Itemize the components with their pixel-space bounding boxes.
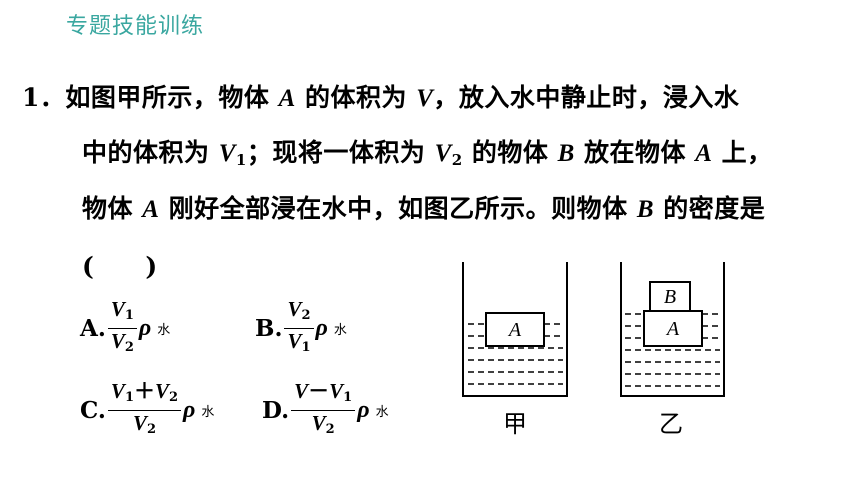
numerator-var: V <box>287 297 302 321</box>
text: 刚好全部浸在水中，如图乙所示。则物体 <box>159 194 637 223</box>
var-A: A <box>142 196 160 223</box>
denominator-var: V <box>311 411 326 435</box>
text: 的体积为 <box>295 83 417 112</box>
numerator-var: V <box>329 379 344 403</box>
text: ，放入水中静止时，浸入水 <box>433 83 740 112</box>
text: 中的体积为 <box>82 138 219 167</box>
numerator-var: V <box>294 379 309 403</box>
question-line-3: 物体 A 刚好全部浸在水中，如图乙所示。则物体 B 的密度是 <box>82 189 765 225</box>
subscript: 1 <box>301 340 311 355</box>
subscript: 1 <box>124 390 134 405</box>
subscript: 2 <box>325 422 335 437</box>
block-a-right-label: A <box>665 318 680 340</box>
var-B: B <box>636 196 655 223</box>
question-line-1: 1．如图甲所示，物体 A 的体积为 V，放入水中静止时，浸入水 <box>22 78 739 114</box>
subscript: 1 <box>124 308 134 323</box>
operator: － <box>308 378 330 403</box>
water-subscript: 水 <box>157 323 171 338</box>
answer-blank: ( ) <box>82 252 158 281</box>
text: 如图甲所示，物体 <box>65 83 279 112</box>
var-V: V <box>416 85 434 112</box>
block-b-label: B <box>664 286 676 308</box>
physics-figure: A 甲 B A 乙 <box>462 262 725 438</box>
numerator-var: V <box>110 297 125 321</box>
water-subscript: 水 <box>375 405 389 420</box>
text: 的密度是 <box>654 194 766 223</box>
denominator-var: V <box>132 411 147 435</box>
rho-symbol: ρ <box>138 315 152 341</box>
question-number: 1． <box>22 83 66 112</box>
water-subscript: 水 <box>333 323 347 338</box>
var-B: B <box>557 140 575 167</box>
fraction: V1 V2 <box>107 297 137 359</box>
text: 物体 <box>82 194 143 223</box>
container-right <box>620 262 725 397</box>
text: 放在物体 <box>574 138 696 167</box>
block-a-left <box>485 312 545 347</box>
subscript: 2 <box>301 308 311 323</box>
option-label: B. <box>255 315 283 342</box>
numerator-var: V <box>154 379 169 403</box>
text: 上， <box>712 138 773 167</box>
subscript: 1 <box>235 151 247 169</box>
water-lines-left <box>468 323 563 385</box>
var-V2: V <box>434 140 452 167</box>
caption-yi: 乙 <box>659 410 683 438</box>
subscript: 2 <box>451 151 463 169</box>
var-A: A <box>695 140 713 167</box>
subscript: 2 <box>169 390 179 405</box>
fraction: V－V1 V2 <box>291 378 356 441</box>
caption-jia: 甲 <box>503 410 527 438</box>
option-label: D. <box>262 397 290 424</box>
option-label: C. <box>80 397 106 424</box>
rho-symbol: ρ <box>357 397 370 423</box>
header-title: 专题技能训练 <box>66 14 205 39</box>
fraction: V1＋V2 V2 <box>107 378 182 441</box>
rho-symbol: ρ <box>183 397 196 423</box>
option-label: A. <box>80 315 106 342</box>
var-A: A <box>278 85 296 112</box>
var-V1: V <box>218 140 236 167</box>
water-subscript: 水 <box>201 405 215 420</box>
question-line-2: 中的体积为 V1；现将一体积为 V2 的物体 B 放在物体 A 上， <box>82 133 773 169</box>
operator: ＋ <box>133 378 155 403</box>
subscript: 2 <box>124 340 134 355</box>
subscript: 1 <box>343 390 353 405</box>
block-a-label: A <box>507 319 522 341</box>
numerator-var: V <box>110 379 125 403</box>
text: 的物体 <box>462 138 558 167</box>
water-lines-right <box>625 313 720 387</box>
subscript: 2 <box>146 422 157 437</box>
fraction: V2 V1 <box>284 297 314 359</box>
rho-symbol: ρ <box>315 315 328 341</box>
denominator-var: V <box>110 329 125 353</box>
denominator-var: V <box>287 329 302 353</box>
block-a-right <box>643 310 703 347</box>
text: ；现将一体积为 <box>246 138 435 167</box>
container-left <box>462 262 568 397</box>
block-b <box>649 281 691 312</box>
